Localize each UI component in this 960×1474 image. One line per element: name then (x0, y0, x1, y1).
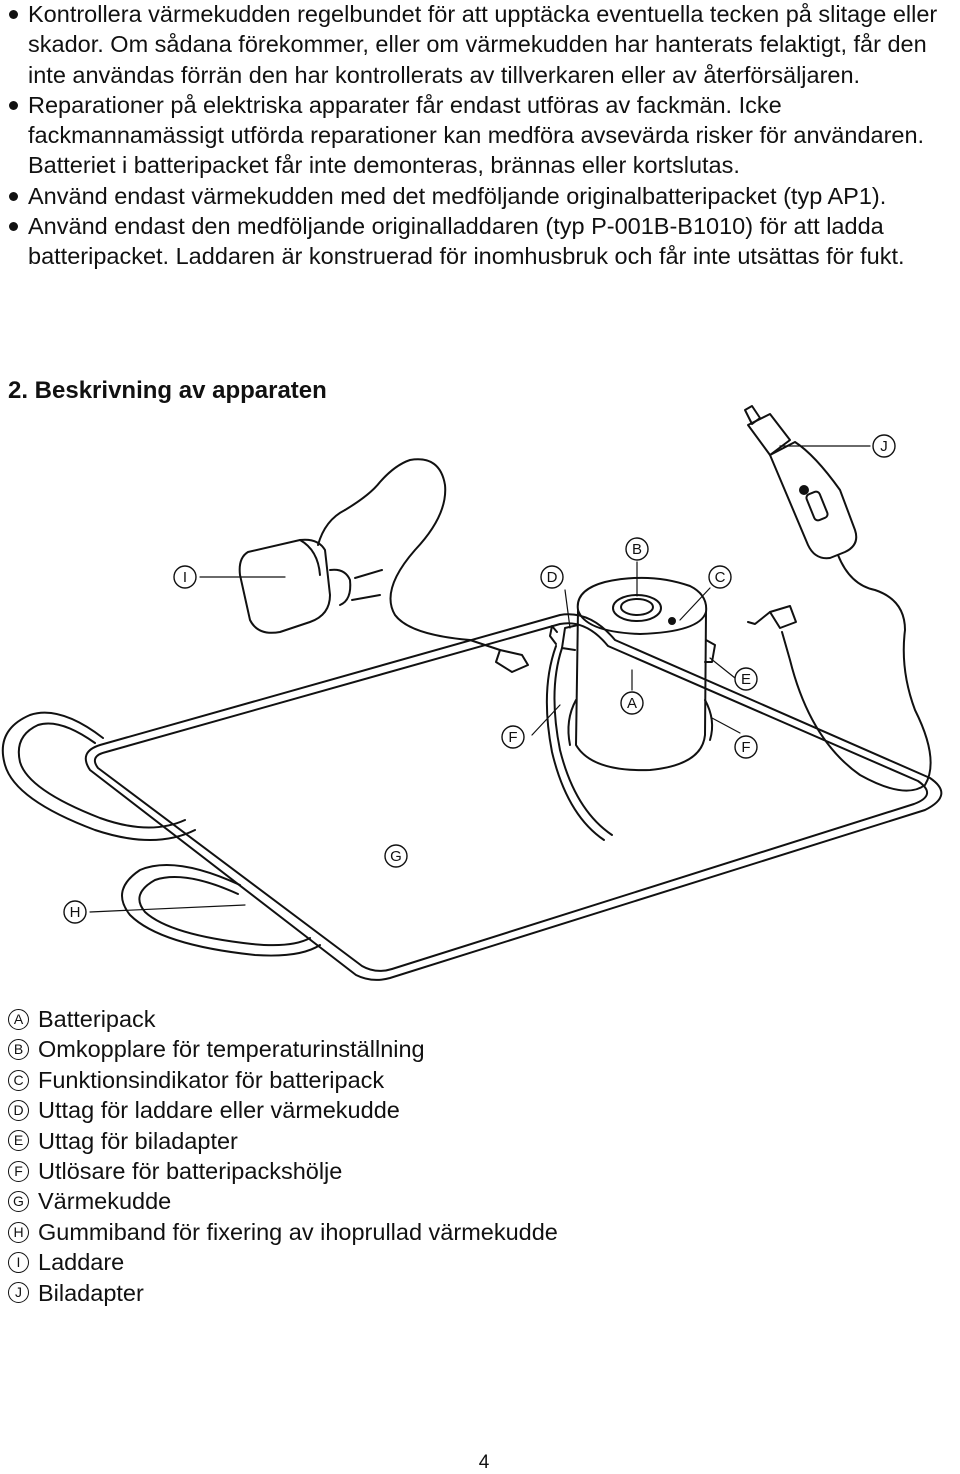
bullet-item: Använd endast värmekudden med det medföl… (8, 181, 956, 211)
legend-text: Batteripack (38, 1006, 156, 1032)
legend-text: Gummiband för fixering av ihoprullad vär… (38, 1218, 558, 1245)
bullet-item: Använd endast den medföljande originalla… (8, 211, 956, 272)
legend-badge: A (8, 1008, 29, 1030)
svg-text:C: C (715, 569, 726, 586)
car-adapter-drawing (744, 405, 932, 792)
battery-pack-drawing (545, 576, 716, 841)
legend-badge: E (8, 1130, 29, 1152)
callout-f-left: F (501, 725, 525, 749)
callout-c: C (708, 565, 732, 589)
legend-item: G Värmekudde (8, 1186, 558, 1216)
svg-text:E: E (741, 671, 751, 688)
svg-text:F: F (508, 729, 517, 746)
device-illustration: I D B C E A F F G H J (1, 405, 943, 981)
legend-badge: J (8, 1282, 29, 1304)
callout-b: B (625, 537, 649, 561)
legend-item: A Batteripack (8, 1004, 558, 1034)
safety-bullet-list: Kontrollera värmekudden regelbundet för … (8, 0, 956, 272)
svg-text:I: I (183, 569, 187, 586)
legend-item: H Gummiband för fixering av ihoprullad vä… (8, 1217, 558, 1247)
legend-text: Biladapter (38, 1279, 144, 1306)
callout-f-right: F (734, 735, 758, 759)
svg-text:H: H (70, 904, 81, 921)
legend-item: J Biladapter (8, 1278, 558, 1308)
svg-text:A: A (627, 695, 637, 712)
svg-text:D: D (547, 569, 558, 586)
legend-item: D Uttag för laddare eller värmekudde (8, 1095, 558, 1125)
legend-text: Uttag för laddare eller värmekudde (38, 1097, 400, 1124)
figure-callouts: I D B C E A F F G H J (63, 434, 896, 924)
legend-badge: F (8, 1160, 29, 1182)
legend-item: B Omkopplare för temperaturinställning (8, 1034, 558, 1064)
legend-text: Omkopplare för temperaturinställning (38, 1036, 425, 1063)
svg-text:J: J (880, 438, 888, 455)
section-title: 2. Beskrivning av apparaten (8, 377, 327, 404)
callout-g: G (384, 844, 408, 868)
bullet-item: Reparationer på elektriska apparater får… (8, 90, 956, 181)
rubber-bands-drawing (1, 711, 321, 957)
page-number: 4 (478, 1452, 490, 1473)
legend-badge: D (8, 1099, 29, 1121)
legend-badge: B (8, 1039, 29, 1061)
callout-h: H (63, 900, 87, 924)
svg-text:F: F (741, 739, 750, 756)
legend-text: Utlösare för batteripackshölje (38, 1158, 343, 1185)
svg-text:G: G (390, 848, 402, 865)
legend-badge: I (8, 1251, 29, 1273)
heating-pad-drawing (84, 613, 943, 981)
legend-badge: H (8, 1221, 29, 1243)
callout-leaders (89, 445, 871, 913)
charger-drawing (238, 458, 529, 673)
legend-text: Laddare (38, 1249, 125, 1276)
legend-text: Värmekudde (38, 1188, 172, 1215)
legend-item: E Uttag för biladapter (8, 1126, 558, 1156)
legend-item: I Laddare (8, 1247, 558, 1277)
bullet-item: Kontrollera värmekudden regelbundet för … (8, 0, 956, 90)
legend-badge: C (8, 1069, 29, 1091)
legend-text: Funktionsindikator för batteripack (38, 1066, 385, 1093)
legend-item: C Funktionsindikator för batteripack (8, 1065, 558, 1095)
callout-e: E (734, 667, 758, 691)
callout-a: A (620, 691, 644, 715)
callout-j: J (872, 434, 896, 458)
callout-d: D (540, 565, 564, 589)
legend-badge: G (8, 1191, 29, 1213)
svg-text:B: B (632, 541, 642, 558)
legend-text: Uttag för biladapter (38, 1127, 238, 1154)
legend-item: F Utlösare för batteripackshölje (8, 1156, 558, 1186)
parts-legend: A Batteripack B Omkopplare för temperaturi… (8, 1004, 558, 1308)
callout-i: I (173, 565, 197, 589)
